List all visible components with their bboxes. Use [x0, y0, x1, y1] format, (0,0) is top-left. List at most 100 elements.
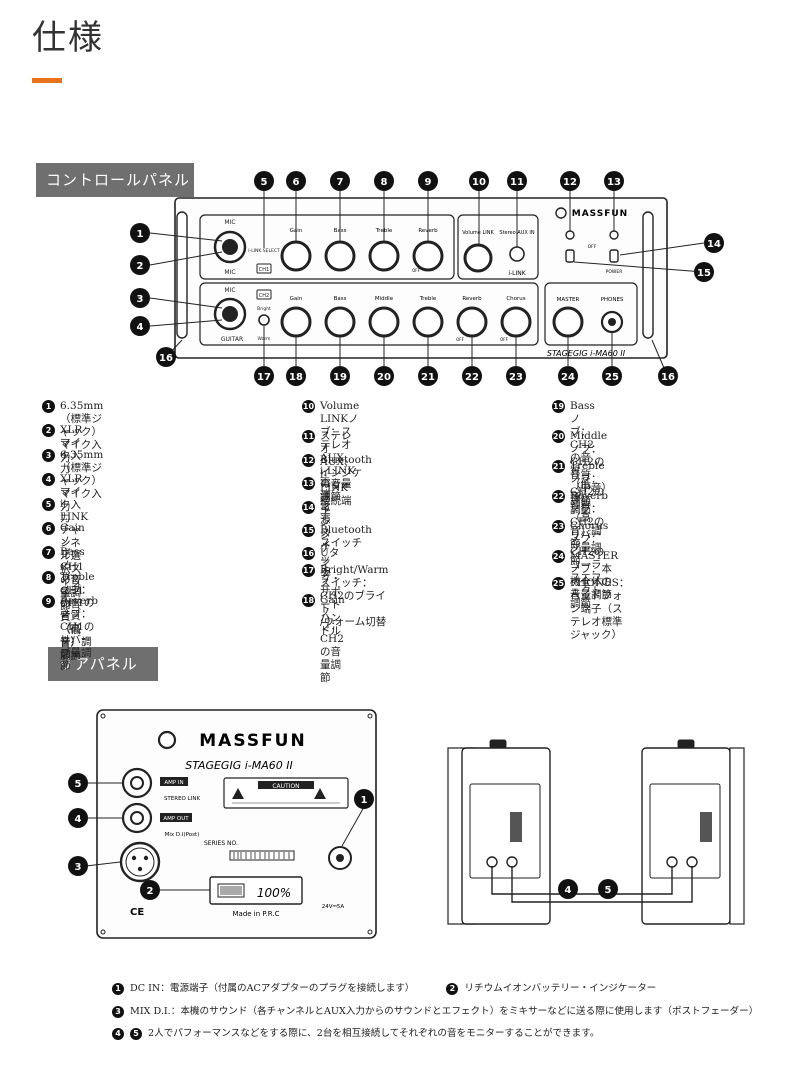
ch1-mic-label: MIC [224, 219, 235, 226]
ce-mark: CE [130, 907, 144, 918]
ch2-treble-knob[interactable] [412, 306, 444, 338]
callout-label: 3 [137, 294, 144, 305]
rear-callout-leaders [85, 782, 365, 891]
section-rear-panel: リアパネル [48, 647, 158, 681]
rear-callout-label: 5 [75, 779, 82, 790]
ch2-chorus-off: OFF [500, 337, 508, 342]
rear-model-name: STAGEGIG i-MA60 II [185, 759, 293, 772]
bluetooth-indicator [565, 230, 575, 240]
callout-label: 10 [472, 177, 486, 188]
massfun-logo-icon [555, 207, 567, 219]
callout-label: 13 [607, 177, 621, 188]
callout-label: 6 [293, 177, 300, 188]
master-knob[interactable] [552, 306, 584, 338]
callout-label: 24 [561, 372, 575, 383]
volume-link-knob[interactable] [463, 243, 493, 273]
callout-label: 7 [337, 177, 344, 188]
callout-label: 20 [377, 372, 391, 383]
phones-jack-hole [608, 318, 616, 326]
rear-callout-label: 3 [75, 862, 82, 873]
handle-right [642, 211, 654, 339]
ch2-gain-knob[interactable] [280, 306, 312, 338]
callout-label: 12 [563, 177, 577, 188]
rear-brand: MASSFUN [199, 731, 306, 751]
ch2-guitar-label: GUITAR [221, 336, 243, 343]
dc-rating-label: 24V⎓5A [322, 904, 345, 910]
bluetooth-switch[interactable] [565, 249, 575, 263]
power-indicator [609, 230, 619, 240]
ch2-bass-knob[interactable] [324, 306, 356, 338]
rear-massfun-logo-icon [157, 730, 177, 750]
volume-link-label: Volume LINK [462, 230, 494, 236]
ch2-combo-jack[interactable] [213, 297, 247, 331]
callout-label: 5 [261, 177, 268, 188]
link-cables [491, 866, 693, 903]
bright-warm-switch[interactable] [258, 314, 270, 326]
amp-in-jack[interactable] [121, 767, 153, 799]
link-callouts: 4 5 [558, 879, 618, 899]
rear-callout-label: 2 [147, 886, 154, 897]
ch2-knob-label: Bass [334, 296, 347, 302]
rear-callout-bubbles: 1 2 3 4 5 [68, 773, 374, 900]
stereo-aux-jack[interactable] [509, 246, 525, 262]
callout-leaders [149, 190, 705, 369]
callout-label: 17 [257, 372, 271, 383]
ch1-treble-knob[interactable] [368, 240, 400, 272]
title-accent-bar [32, 78, 62, 83]
barcode [229, 850, 295, 861]
ilink-box [457, 214, 539, 280]
callout-label: 15 [697, 268, 711, 279]
ilink-select-label: I-LINK SELECT [248, 248, 280, 254]
ch2-badge: CH2 [259, 293, 269, 299]
ch2-reverb-knob[interactable] [456, 306, 488, 338]
ch1-bass-knob[interactable] [324, 240, 356, 272]
amp-out-tag [160, 813, 192, 822]
link-callout-label: 4 [565, 885, 572, 896]
ch1-badge-box [256, 263, 272, 274]
mix-di-label: Mix D.I(Post) [165, 832, 200, 838]
callout-label: 8 [381, 177, 388, 188]
ch1-reverb-off: OFF [412, 268, 420, 273]
ch1-gain-knob[interactable] [280, 240, 312, 272]
ch2-chorus-knob[interactable] [500, 306, 532, 338]
ch1-badge: CH1 [259, 267, 269, 273]
ch2-knob-label: Treble [419, 296, 437, 302]
callout-label: 4 [137, 322, 144, 333]
ch2-middle-knob[interactable] [368, 306, 400, 338]
dc-in-jack[interactable] [328, 846, 352, 870]
made-in-label: Made in P.R.C [233, 910, 280, 918]
ch1-reverb-knob[interactable] [412, 240, 444, 272]
callout-label: 11 [510, 177, 524, 188]
ch1-combo-jack[interactable] [213, 230, 247, 264]
power-switch[interactable] [609, 249, 619, 263]
ch2-knob-label: Middle [375, 296, 394, 302]
callout-label: 14 [707, 239, 721, 250]
amp-out-jack[interactable] [121, 802, 153, 834]
rear-callout-label: 1 [361, 795, 368, 806]
master-box [544, 282, 638, 346]
callout-bubbles: 1 2 3 4 16 5 6 7 8 9 10 11 12 13 14 15 1… [130, 171, 724, 386]
amp-unit-right [641, 739, 745, 925]
section-control-panel: コントロールパネル [36, 163, 194, 197]
series-no-label: SERIES NO. [204, 840, 238, 847]
amp-unit-left [447, 739, 551, 925]
link-callout-label: 5 [605, 885, 612, 896]
callout-label: 16 [159, 353, 173, 364]
mix-di-xlr-jack[interactable] [119, 841, 161, 883]
amp-out-label: AMP OUT [163, 816, 189, 822]
